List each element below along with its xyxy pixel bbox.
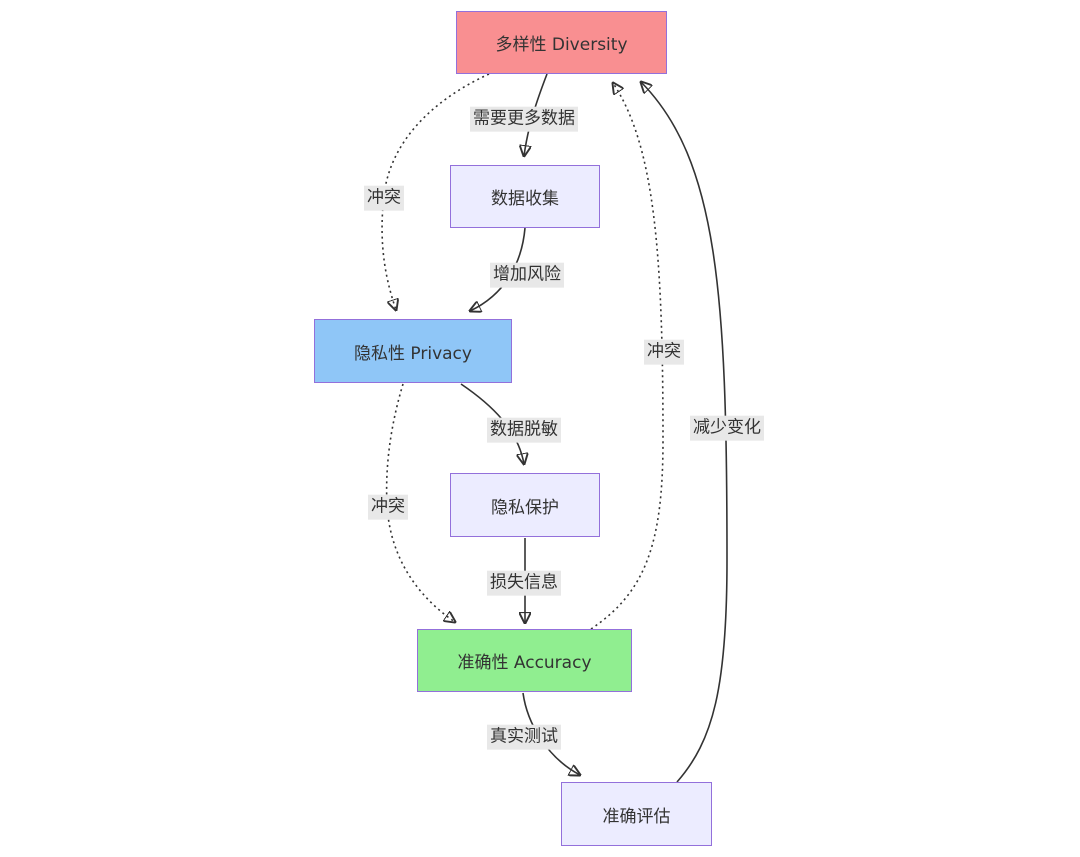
node-privacy: 隐私性 Privacy xyxy=(314,319,512,383)
node-accuracy: 准确性 Accuracy xyxy=(417,629,632,692)
edge-label-data-masking: 数据脱敏 xyxy=(487,417,561,443)
edge-label-reduce-variation: 减少变化 xyxy=(690,415,764,441)
node-data-collection: 数据收集 xyxy=(450,165,600,228)
node-accurate-evaluation: 准确评估 xyxy=(561,782,712,846)
edge-label-conflict-privacy-accuracy: 冲突 xyxy=(368,494,408,520)
edge-label-lose-information: 损失信息 xyxy=(487,570,561,596)
edge-label-need-more-data: 需要更多数据 xyxy=(470,106,578,132)
node-diversity: 多样性 Diversity xyxy=(456,11,667,74)
edge-label-conflict-accuracy-diversity: 冲突 xyxy=(644,339,684,365)
edge-conflict-accuracy-diversity xyxy=(590,83,664,630)
node-privacy-protection: 隐私保护 xyxy=(450,473,600,537)
edge-label-real-test: 真实测试 xyxy=(487,724,561,750)
edge-reduce-variation xyxy=(641,82,728,783)
edge-label-conflict-diversity-privacy: 冲突 xyxy=(364,185,404,211)
edge-label-increase-risk: 增加风险 xyxy=(490,262,564,288)
